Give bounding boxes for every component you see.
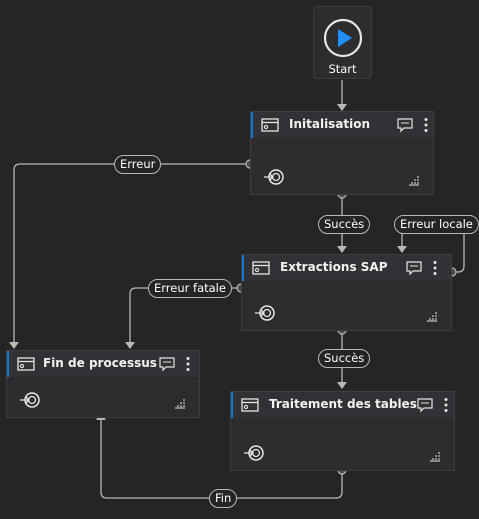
state-header: Traitement des tables	[231, 392, 454, 418]
start-label: Start	[328, 62, 357, 76]
state-header: Initalisation	[251, 112, 433, 138]
more-menu-icon[interactable]	[432, 260, 438, 276]
state-title: Extractions SAP	[280, 260, 388, 274]
arrowhead-erreur-fatale	[125, 342, 135, 349]
state-title: Initalisation	[289, 117, 371, 131]
transition-label-fin[interactable]: Fin	[209, 489, 238, 508]
resize-handle-icon[interactable]	[427, 312, 437, 322]
arrowhead-erreur	[9, 342, 19, 349]
transition-label-erreur-locale[interactable]: Erreur locale	[394, 215, 479, 234]
state-extractions-sap[interactable]: Extractions SAP	[241, 254, 452, 331]
state-header: Extractions SAP	[242, 255, 451, 281]
comment-icon[interactable]	[406, 261, 422, 276]
entry-icon[interactable]	[263, 168, 285, 186]
entry-icon[interactable]	[254, 304, 276, 322]
state-fin-de-processus[interactable]: Fin de processus	[6, 350, 200, 418]
connector-erreur-fatale	[129, 287, 241, 342]
more-menu-icon[interactable]	[185, 356, 191, 372]
state-icon	[17, 357, 35, 371]
transition-label-erreur-fatale[interactable]: Erreur fatale	[148, 279, 232, 298]
arrowhead-init	[337, 104, 347, 111]
entry-icon[interactable]	[243, 444, 265, 462]
resize-handle-icon[interactable]	[175, 399, 185, 409]
start-node[interactable]: Start	[313, 6, 372, 79]
more-menu-icon[interactable]	[443, 397, 449, 413]
connector-erreur	[13, 163, 250, 342]
more-menu-icon[interactable]	[423, 117, 429, 133]
state-initialisation[interactable]: Initalisation	[250, 111, 434, 195]
state-icon	[261, 118, 279, 132]
comment-icon[interactable]	[159, 357, 175, 372]
comment-icon[interactable]	[417, 398, 433, 413]
state-title: Traitement des tables	[269, 397, 417, 411]
state-traitement-des-tables[interactable]: Traitement des tables	[230, 391, 455, 471]
transition-label-succes-2[interactable]: Succès	[318, 349, 371, 368]
arrowhead-succes-2	[337, 382, 347, 389]
transition-label-erreur[interactable]: Erreur	[114, 155, 162, 174]
transition-label-succes-1[interactable]: Succès	[318, 215, 371, 234]
comment-icon[interactable]	[397, 118, 413, 133]
state-icon	[252, 261, 270, 275]
state-header: Fin de processus	[7, 351, 199, 377]
state-icon	[241, 398, 259, 412]
arrowhead-succes-1	[337, 246, 347, 253]
state-title: Fin de processus	[43, 356, 157, 370]
resize-handle-icon[interactable]	[409, 176, 419, 186]
resize-handle-icon[interactable]	[430, 452, 440, 462]
play-icon	[323, 18, 363, 58]
connector-erreur-locale	[401, 223, 465, 273]
arrowhead-erreur-locale	[397, 246, 407, 253]
entry-icon[interactable]	[19, 391, 41, 409]
